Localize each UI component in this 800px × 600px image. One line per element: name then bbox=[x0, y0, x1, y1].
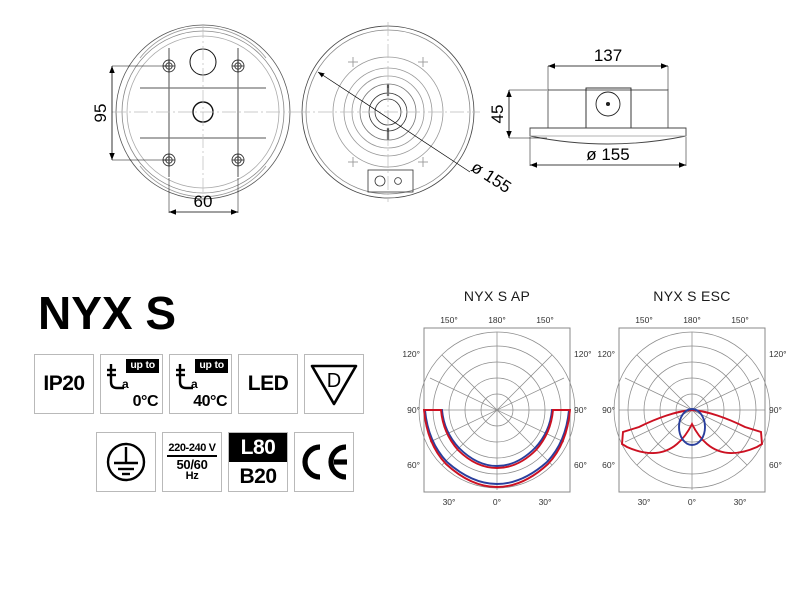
lumen-maintenance-b20: B20 bbox=[229, 462, 287, 491]
ta-subscript-min: a bbox=[122, 377, 129, 391]
badge-voltage: 220-240 V 50/60 Hz bbox=[162, 432, 222, 492]
dimension-45-label: 45 bbox=[488, 105, 507, 124]
drawing-side-view bbox=[529, 87, 687, 145]
polar-esc-tick-left-60: 60° bbox=[602, 460, 615, 470]
dimension-diameter-155-label: ø 155 bbox=[468, 157, 515, 197]
dimension-45 bbox=[506, 89, 547, 139]
polar-esc-tick-bottom-right: 30° bbox=[734, 497, 747, 507]
dimension-95 bbox=[109, 65, 168, 161]
polar-esc-tick-right-120: 120° bbox=[769, 349, 787, 359]
spec-badge-row-primary: IP20 up to a 0°C up to bbox=[34, 354, 364, 414]
polar-diagram-ap: NYX S AP bbox=[402, 288, 592, 515]
polar-esc-tick-bottom-center: 0° bbox=[688, 497, 696, 507]
polar-esc-tick-top-left: 150° bbox=[635, 315, 653, 325]
polar-ap-series-c90 bbox=[423, 409, 571, 485]
polar-esc-tick-right-90: 90° bbox=[769, 405, 782, 415]
polar-ap-tick-left-60: 60° bbox=[407, 460, 420, 470]
ta-temperature-min: 0°C bbox=[132, 393, 159, 410]
ta-upto-label-min: up to bbox=[126, 359, 159, 374]
ta-thermometer-icon bbox=[176, 364, 193, 390]
ta-thermometer-icon bbox=[107, 364, 124, 390]
polar-diagram-esc: NYX S ESC 150° bbox=[597, 288, 787, 515]
ta-subscript-max: a bbox=[191, 377, 198, 391]
dimension-diameter-155-leader bbox=[317, 71, 471, 173]
polar-esc-tick-top-right: 150° bbox=[731, 315, 749, 325]
polar-esc-tick-right-60: 60° bbox=[769, 460, 782, 470]
earth-ground-icon bbox=[106, 442, 146, 482]
ip-rating-label: IP20 bbox=[43, 372, 85, 395]
ce-mark-icon bbox=[302, 444, 347, 480]
polar-ap-tick-right-120: 120° bbox=[574, 349, 592, 359]
badge-energy-class: D bbox=[304, 354, 364, 414]
polar-esc-tick-left-90: 90° bbox=[602, 405, 615, 415]
polar-ap-tick-top-left: 150° bbox=[440, 315, 458, 325]
polar-ap-tick-top-right: 150° bbox=[536, 315, 554, 325]
energy-label-triangle-icon: D bbox=[310, 364, 358, 406]
polar-esc-series-c0 bbox=[621, 409, 763, 454]
light-source-label: LED bbox=[247, 372, 289, 395]
badge-light-source: LED bbox=[238, 354, 298, 414]
lumen-maintenance-l80: L80 bbox=[229, 433, 287, 462]
dimension-137 bbox=[547, 63, 669, 90]
polar-ap-tick-left-120: 120° bbox=[402, 349, 420, 359]
spec-badge-row-secondary: 220-240 V 50/60 Hz L80 B20 bbox=[96, 432, 354, 492]
badge-protection-class-earth bbox=[96, 432, 156, 492]
polar-esc-tick-bottom-left: 30° bbox=[638, 497, 651, 507]
badge-ce-mark bbox=[294, 432, 354, 492]
badge-ambient-temp-max: up to a 40°C bbox=[169, 354, 232, 414]
dimension-side-diameter-155 bbox=[529, 137, 687, 168]
polar-ap-tick-bottom-center: 0° bbox=[493, 497, 501, 507]
polar-ap-series-c0 bbox=[422, 409, 572, 488]
technical-drawings: 95 60 bbox=[0, 0, 800, 250]
badge-lumen-maintenance: L80 B20 bbox=[228, 432, 288, 492]
polar-ap-plot: 150° 180° 150° 120° 90° 60° 120° 90° 60°… bbox=[402, 315, 592, 507]
polar-esc-tick-left-120: 120° bbox=[597, 349, 615, 359]
ta-temperature-max: 40°C bbox=[193, 393, 227, 410]
energy-class-letter: D bbox=[327, 370, 341, 392]
polar-ap-title: NYX S AP bbox=[463, 288, 531, 304]
product-name: NYX S bbox=[38, 287, 177, 339]
dimension-60-label: 60 bbox=[194, 192, 213, 211]
ta-upto-label-max: up to bbox=[195, 359, 228, 374]
drawing-top-view bbox=[112, 24, 296, 200]
polar-esc-series-c90 bbox=[678, 408, 706, 446]
polar-ap-tick-right-90: 90° bbox=[574, 405, 587, 415]
dimension-95-label: 95 bbox=[91, 104, 110, 123]
voltage-range: 220-240 V bbox=[167, 442, 217, 457]
polar-ap-tick-top-center: 180° bbox=[488, 315, 506, 325]
polar-ap-tick-left-90: 90° bbox=[407, 405, 420, 415]
dimension-60 bbox=[168, 178, 239, 215]
dimension-137-label: 137 bbox=[594, 46, 622, 65]
polar-esc-plot: 150° 180° 150° 120° 90° 60° 120° 90° 60°… bbox=[597, 315, 787, 507]
badge-ip-rating: IP20 bbox=[34, 354, 94, 414]
voltage-frequency-unit: Hz bbox=[185, 469, 199, 482]
polar-ap-tick-right-60: 60° bbox=[574, 460, 587, 470]
polar-esc-title: NYX S ESC bbox=[653, 288, 731, 304]
badge-ambient-temp-min: up to a 0°C bbox=[100, 354, 163, 414]
drawing-bottom-view bbox=[296, 22, 480, 202]
polar-ap-tick-bottom-left: 30° bbox=[443, 497, 456, 507]
polar-esc-tick-top-center: 180° bbox=[683, 315, 701, 325]
dimension-side-diameter-155-label: ø 155 bbox=[586, 145, 629, 164]
polar-ap-tick-bottom-right: 30° bbox=[539, 497, 552, 507]
voltage-frequency: 50/60 bbox=[176, 456, 208, 472]
